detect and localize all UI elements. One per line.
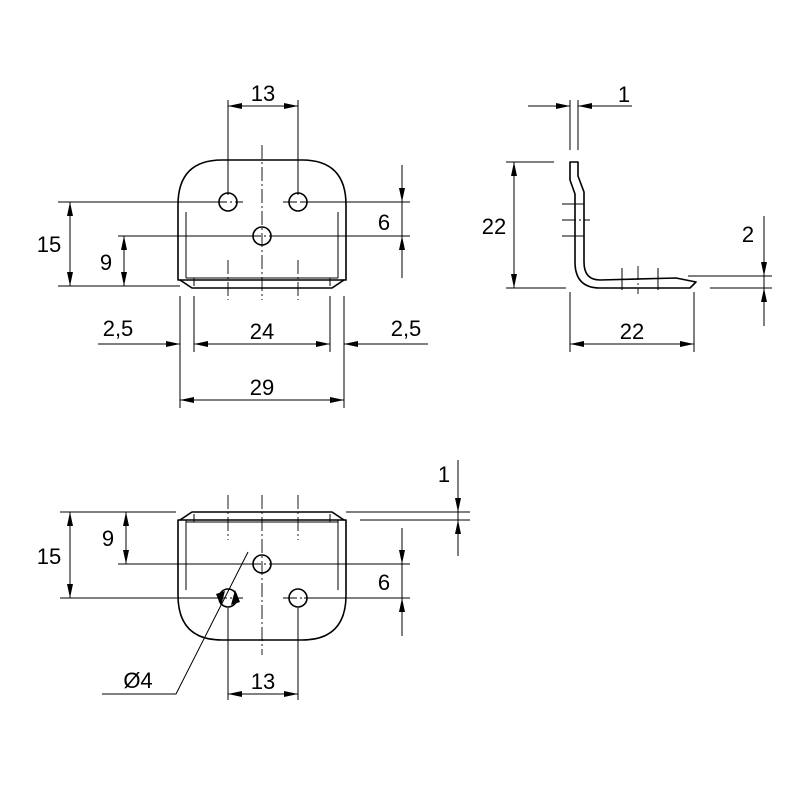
top-view-outline: [177, 519, 347, 641]
top-holes-offset-label: 6: [378, 570, 390, 595]
side-horizontal-leg-label: 22: [620, 319, 644, 344]
front-hole-spacing-label: 13: [251, 81, 275, 106]
top-view: 1 15 9 6 13 Ø4: [37, 460, 470, 700]
front-top-holes-offset-label: 6: [378, 210, 390, 235]
front-view-outline: [177, 159, 347, 281]
side-view: 1 22 22 2: [482, 82, 772, 352]
front-overall-width-label: 29: [250, 375, 274, 400]
side-offset-label: 2: [742, 222, 754, 247]
top-center-hole-depth-label: 9: [102, 526, 114, 551]
front-right-margin-label: 2,5: [391, 316, 422, 341]
front-center-hole-height-label: 9: [100, 250, 112, 275]
front-inner-width-label: 24: [250, 319, 274, 344]
top-height-label: 15: [37, 544, 61, 569]
side-vertical-leg-label: 22: [482, 214, 506, 239]
front-height-label: 15: [37, 232, 61, 257]
front-left-margin-label: 2,5: [103, 316, 134, 341]
top-hole-diameter-label: Ø4: [123, 668, 152, 693]
side-view-profile: [569, 161, 697, 289]
top-hole-spacing-label: 13: [251, 669, 275, 694]
top-thickness-label: 1: [438, 462, 450, 487]
front-view: 13 15 9 6 24 2,5 2,5 29: [37, 81, 428, 408]
side-thickness-label: 1: [618, 82, 630, 107]
